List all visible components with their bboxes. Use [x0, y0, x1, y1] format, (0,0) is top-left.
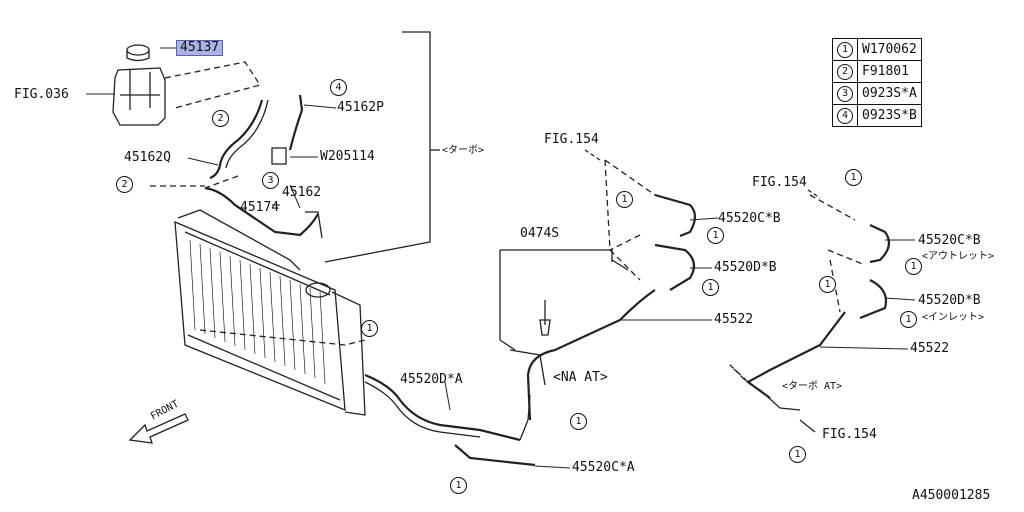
- part-label-45174[interactable]: 45174: [240, 200, 280, 215]
- part-label-0474s[interactable]: 0474S: [520, 226, 560, 241]
- part-label-45520ca[interactable]: 45520C*A: [572, 460, 635, 475]
- reservoir-cap: [126, 44, 150, 56]
- legend-part[interactable]: 0923S*A: [857, 82, 922, 105]
- clip-w205114: [271, 147, 287, 165]
- diagram-id: A450001285: [912, 488, 991, 503]
- callout-1-right-clip[interactable]: 1: [819, 276, 836, 293]
- legend-key: 4: [837, 108, 853, 124]
- callout-1-45520cb[interactable]: 1: [707, 227, 724, 244]
- legend-row: 1 W170062: [832, 38, 922, 61]
- inlet-note: <インレット>: [922, 312, 985, 323]
- pipe-45174: [204, 186, 319, 237]
- legend-row: 4 0923S*B: [832, 104, 922, 127]
- fig-ref-154-c[interactable]: FIG.154: [822, 427, 877, 442]
- fastener-legend: 1 W170062 2 F91801 3 0923S*A 4 0923S*B: [832, 38, 922, 127]
- hose-45162p: [288, 94, 304, 151]
- legend-part[interactable]: F91801: [857, 60, 922, 83]
- front-arrow: [128, 413, 189, 444]
- fig-ref-154-a[interactable]: FIG.154: [544, 132, 599, 147]
- callout-1-outlet[interactable]: 1: [905, 258, 922, 275]
- pipe-45522-na: [526, 289, 656, 421]
- callout-1-right-top[interactable]: 1: [845, 169, 862, 186]
- hose-45520db-turbo: [859, 279, 888, 320]
- hose-45520cb: [654, 193, 697, 238]
- bolt-0474s: [539, 300, 551, 336]
- legend-part[interactable]: 0923S*B: [857, 104, 922, 127]
- part-label-45162q[interactable]: 45162Q: [124, 150, 171, 165]
- callout-1-bottom[interactable]: 1: [450, 477, 467, 494]
- na-at-note: <NA AT>: [553, 370, 608, 385]
- callout-1-radiator[interactable]: 1: [361, 320, 378, 337]
- part-label-45522[interactable]: 45522: [714, 312, 754, 327]
- legend-key: 1: [837, 42, 853, 58]
- hose-45520db: [654, 243, 696, 291]
- legend-key: 3: [837, 86, 853, 102]
- hose-45520ca: [454, 444, 536, 467]
- legend-key: 2: [837, 64, 853, 80]
- turbo-bracket: [324, 31, 431, 263]
- part-label-45520cb-turbo[interactable]: 45520C*B: [918, 233, 981, 248]
- hose-45162q: [209, 99, 264, 180]
- fig-ref-154-b[interactable]: FIG.154: [752, 175, 807, 190]
- radiator: [174, 220, 346, 412]
- turbo-note: <ターボ>: [442, 145, 485, 156]
- part-label-45137[interactable]: 45137: [176, 40, 224, 56]
- part-label-45520db[interactable]: 45520D*B: [714, 260, 777, 275]
- fig-ref-036[interactable]: FIG.036: [14, 87, 69, 102]
- hose-45520cb-turbo: [869, 224, 891, 264]
- callout-1-right-bottom[interactable]: 1: [789, 446, 806, 463]
- callout-3[interactable]: 3: [262, 172, 279, 189]
- callout-1-45520db[interactable]: 1: [702, 279, 719, 296]
- callout-2-left[interactable]: 2: [116, 176, 133, 193]
- part-label-45162[interactable]: 45162: [282, 185, 322, 200]
- callout-2[interactable]: 2: [212, 110, 229, 127]
- callout-4[interactable]: 4: [330, 79, 347, 96]
- part-label-45520db-turbo[interactable]: 45520D*B: [918, 293, 981, 308]
- part-label-45520da[interactable]: 45520D*A: [400, 372, 463, 387]
- outlet-note: <アウトレット>: [922, 251, 995, 262]
- legend-row: 2 F91801: [832, 60, 922, 83]
- part-label-45522-turbo[interactable]: 45522: [910, 341, 950, 356]
- callout-1-inlet[interactable]: 1: [900, 311, 917, 328]
- turbo-at-note: <ターボ AT>: [782, 381, 843, 392]
- hose-45520da: [364, 373, 521, 442]
- part-label-w205114[interactable]: W205114: [320, 149, 375, 164]
- legend-row: 3 0923S*A: [832, 82, 922, 105]
- part-label-45162p[interactable]: 45162P: [337, 100, 384, 115]
- pipe-45522-turbo: [745, 311, 846, 399]
- legend-part[interactable]: W170062: [857, 38, 922, 61]
- part-label-45520cb[interactable]: 45520C*B: [718, 211, 781, 226]
- callout-1-clip[interactable]: 1: [570, 413, 587, 430]
- callout-1-fig154[interactable]: 1: [616, 191, 633, 208]
- reservoir-tank: [112, 67, 166, 126]
